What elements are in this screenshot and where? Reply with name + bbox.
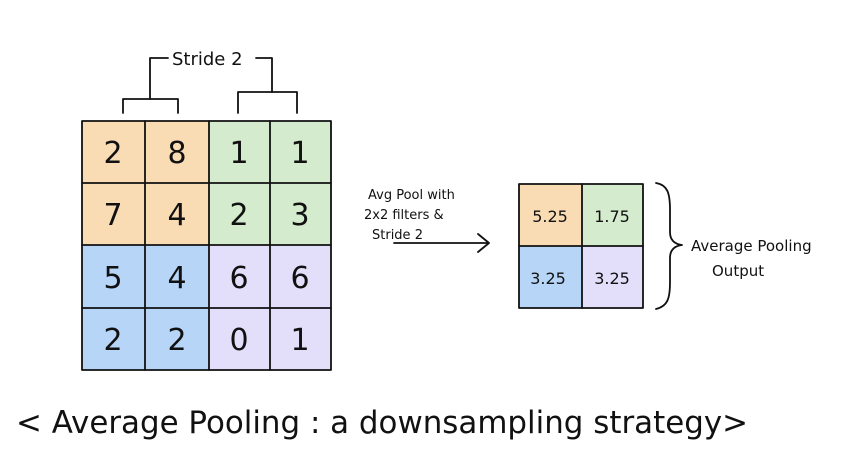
- output-cell: 5.25: [532, 207, 568, 226]
- input-cell: 2: [103, 136, 122, 171]
- arrow-label-line3: Stride 2: [372, 228, 423, 243]
- input-cell: 3: [290, 198, 309, 233]
- output-cell-blue: [519, 246, 582, 308]
- stride-bracket: [122, 57, 298, 114]
- arrow-label-line2: 2x2 filters &: [364, 208, 444, 223]
- input-cell: 6: [290, 261, 309, 296]
- input-cell: 2: [229, 198, 248, 233]
- input-cell: 5: [103, 261, 122, 296]
- input-cell: 1: [290, 136, 309, 171]
- right-arrow: [393, 233, 490, 253]
- input-cell: 4: [167, 261, 186, 296]
- output-label-line2: Output: [712, 262, 764, 280]
- output-cell: 1.75: [594, 207, 630, 226]
- input-cell: 2: [167, 323, 186, 358]
- stride-label: Stride 2: [172, 49, 243, 70]
- output-cell-orange: [519, 184, 582, 246]
- input-cell: 1: [229, 136, 248, 171]
- input-cell: 0: [229, 323, 248, 358]
- output-cell: 3.25: [530, 269, 566, 288]
- output-cell: 3.25: [594, 269, 630, 288]
- output-label-line1: Average Pooling: [691, 237, 812, 255]
- arrow-label-line1: Avg Pool with: [368, 188, 455, 203]
- input-cell: 1: [290, 323, 309, 358]
- output-cell-green: [582, 184, 643, 246]
- caption: < Average Pooling : a downsampling strat…: [16, 405, 748, 441]
- output-grid: 5.25 1.75 3.25 3.25: [518, 183, 644, 309]
- input-cell: 4: [167, 198, 186, 233]
- input-grid: 2 8 1 1 7 4 2 3 5 4 6 6 2 2 0 1: [81, 120, 332, 371]
- output-cell-purple: [582, 246, 643, 308]
- input-cell: 2: [103, 323, 122, 358]
- input-cell: 6: [229, 261, 248, 296]
- input-cell: 8: [167, 136, 186, 171]
- curly-brace: [655, 182, 683, 310]
- input-cell: 7: [103, 198, 122, 233]
